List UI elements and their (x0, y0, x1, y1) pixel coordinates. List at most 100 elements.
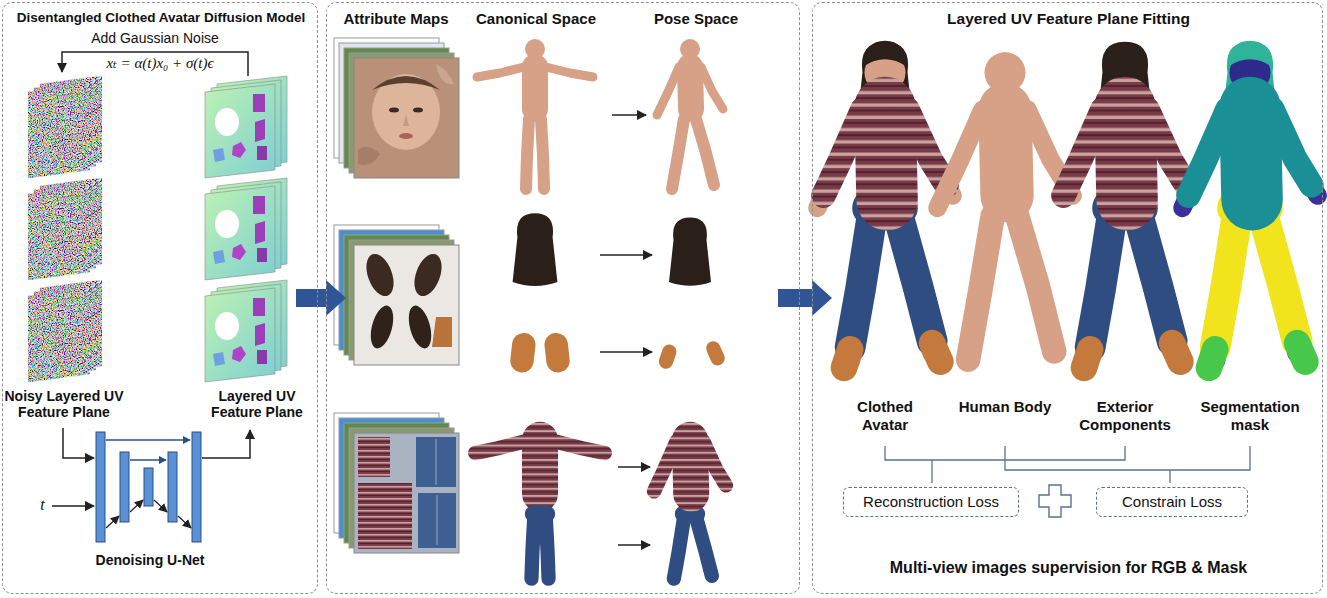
canonical-clothes (531, 514, 548, 579)
text-slot: Multi-view images supervision for RGB & … (813, 559, 1324, 578)
attribute-map-face (436, 64, 454, 84)
label-slot: t (35, 496, 50, 515)
attribute-map-face (334, 38, 459, 178)
attribute-map-clothes (358, 483, 412, 549)
label-slot: Layered UV Feature Plane (196, 388, 318, 421)
label-slot: xₜ = α(t)x₀ + σ(t)ϵ (85, 55, 235, 73)
unet-links (130, 459, 166, 460)
text-slot: Pose Space (631, 10, 761, 28)
label-slot: Add Gaussian Noise (75, 30, 235, 46)
exterior-components-figure (1084, 343, 1180, 368)
human-body-figure (937, 52, 1072, 360)
text-slot: Canonical Space (471, 10, 601, 28)
flow-lines (63, 428, 94, 458)
posed-clothes (674, 514, 712, 579)
segmentation-figure (1228, 41, 1271, 67)
figure-label: Segmentation mask (1198, 398, 1302, 433)
attribute-map-hair (354, 245, 459, 365)
attribute-map-hair (367, 303, 398, 351)
loss-label: Reconstruction Loss (862, 493, 1000, 511)
formula: xₜ = α(t)x₀ + σ(t)ϵ (85, 55, 235, 73)
canonical-body (477, 39, 593, 189)
loss-brackets (1005, 446, 1250, 470)
attribute-map-hair (405, 303, 436, 351)
annotation: Add Gaussian Noise (75, 30, 235, 46)
unet-symbol (168, 452, 177, 522)
transform-arrows (600, 351, 652, 353)
posed-clothes (654, 440, 726, 494)
noise-bracket-arrow (62, 52, 248, 76)
unet-links (106, 440, 191, 528)
flow-lines (52, 428, 250, 506)
noisy-uv-planes (28, 76, 102, 382)
flow-lines (202, 430, 250, 458)
attribute-map-hair (409, 250, 447, 300)
panel-title: Layered UV Feature Plane Fitting (813, 10, 1324, 28)
unet-symbol (192, 432, 201, 542)
loss-box: Constrain Loss (1096, 487, 1248, 517)
unet-links (106, 516, 119, 528)
column-heading: Attribute Maps (331, 10, 461, 28)
clothed-avatar-figure (863, 41, 906, 67)
figure-label: Exterior Components (1073, 398, 1177, 433)
attribute-map-clothes (358, 437, 390, 477)
segmentation-figure (1182, 52, 1317, 360)
attribute-map-face (413, 108, 423, 113)
text-slot: Layered UV Feature Plane Fitting (813, 10, 1324, 28)
loss-brackets (1169, 470, 1170, 483)
segmentation-figure (1182, 41, 1317, 368)
attribute-map-face (399, 133, 413, 139)
clothed-avatar-figure (844, 343, 940, 368)
segmentation-figure (1189, 107, 1312, 199)
attribute-map-clothes (436, 439, 437, 545)
attribute-map-clothes (354, 433, 459, 553)
text-slot: Attribute Maps (331, 10, 461, 28)
canonical-clothes (475, 440, 605, 579)
column-heading: Pose Space (631, 10, 761, 28)
column-heading: Canonical Space (471, 10, 601, 28)
label-slot: Denoising U-Net (70, 552, 230, 568)
attribute-map-face (354, 58, 459, 178)
attribute-map-face (358, 147, 380, 165)
exterior-components-figure (1064, 107, 1187, 199)
posed-body (657, 39, 723, 189)
posed-body (657, 39, 723, 189)
noisy-uv-planes (28, 288, 90, 382)
flow-arrow (778, 280, 832, 316)
posed-clothes (654, 440, 726, 579)
fitting-panel: Reconstruction Loss Constrain Loss Layered… (812, 2, 1323, 594)
canonical-hair-boots (522, 345, 558, 361)
posed-hair-boots (666, 218, 718, 362)
label-slot: Segmentation mask (1198, 398, 1302, 433)
unet-links (130, 500, 143, 512)
clean-uv-planes (205, 186, 275, 280)
canonical-body (477, 39, 593, 189)
attribute-map-face (372, 74, 440, 150)
figure-label: Human Body (953, 398, 1057, 416)
unet-symbol (144, 468, 153, 506)
posed-hair-boots (666, 348, 718, 361)
exterior-components-figure (1064, 42, 1187, 368)
timestep-label: t (35, 496, 50, 515)
unet-symbol (96, 432, 201, 542)
label-slot: Exterior Components (1073, 398, 1177, 433)
transform-arrows (618, 544, 650, 546)
attribute-map-hair (432, 317, 452, 347)
label-slot: Human Body (953, 398, 1057, 416)
panel-title: Disentangled Clothed Avatar Diffusion Mo… (3, 10, 319, 26)
noisy-uv-planes (28, 186, 90, 280)
loss-box: Reconstruction Loss (843, 487, 1019, 517)
attribute-map-face (403, 114, 409, 126)
canonical-hair-boots (513, 213, 558, 286)
noisy-uv-planes (28, 84, 90, 178)
clean-uv-planes (205, 76, 287, 382)
flow-lines (52, 505, 94, 507)
clean-uv-planes (205, 84, 275, 178)
panel-caption: Multi-view images supervision for RGB & … (813, 559, 1324, 578)
loss-brackets (885, 446, 1250, 483)
unet-symbol (96, 432, 105, 542)
noise-bracket-arrow (62, 52, 248, 76)
text-slot: Disentangled Clothed Avatar Diffusion Mo… (3, 10, 319, 26)
transform-arrows (600, 254, 652, 256)
